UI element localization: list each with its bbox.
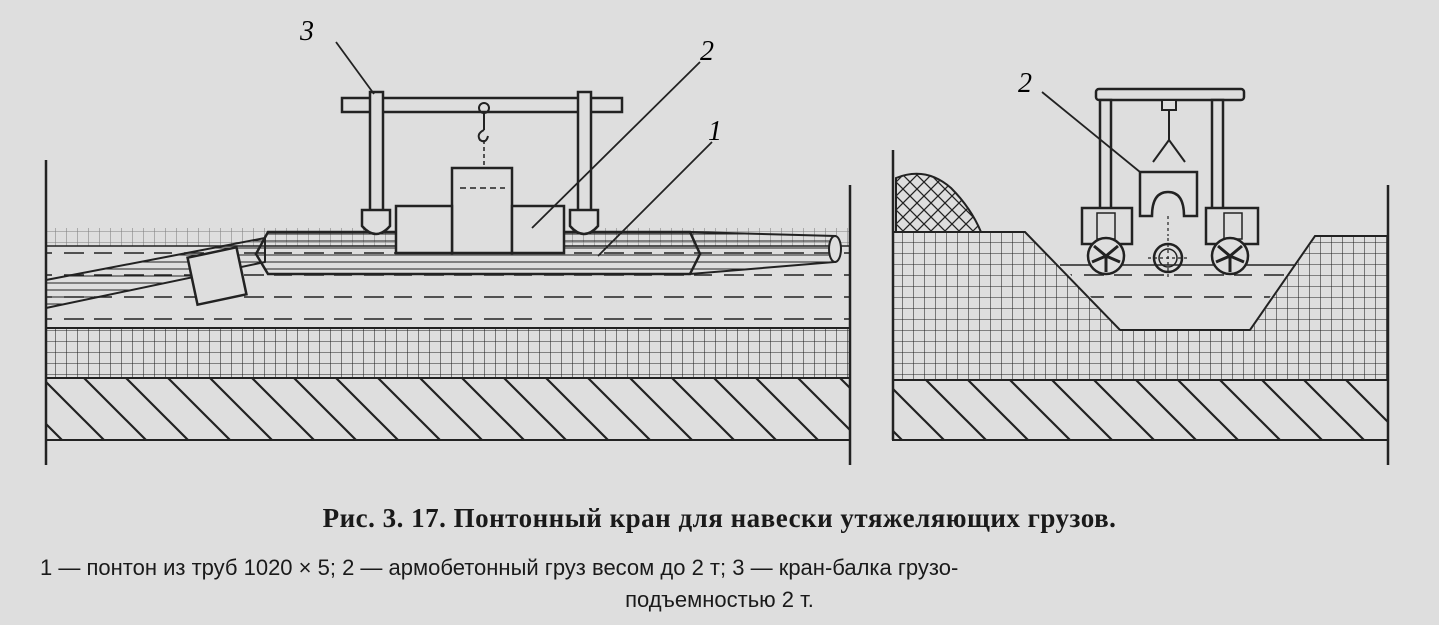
weight-right bbox=[510, 204, 566, 255]
pipeline-section bbox=[1148, 238, 1188, 278]
caption-title: Рис. 3. 17. Понтонный кран для навески у… bbox=[322, 503, 1117, 533]
crane-beam-r bbox=[1094, 87, 1246, 102]
pontoon-crane-drawing: 3 2 1 bbox=[44, 16, 1390, 465]
ballast-weight-on-pipe bbox=[186, 245, 248, 307]
callout-2-right: 2 bbox=[1018, 68, 1032, 99]
soil-layer-grid bbox=[45, 327, 851, 379]
soil-layer-hatched bbox=[45, 377, 851, 441]
crane-leg-left bbox=[368, 90, 385, 219]
cross-section-view: 2 bbox=[891, 68, 1390, 465]
caption-legend-line2: подъемностью 2 т. bbox=[625, 587, 814, 612]
callout-1: 1 bbox=[708, 116, 722, 147]
saddle-weight bbox=[1138, 170, 1199, 218]
caption-legend-line1: 1 — понтон из труб 1020 × 5; 2 — армобет… bbox=[40, 555, 959, 580]
crane-leg-right bbox=[576, 90, 593, 219]
weight-left bbox=[394, 204, 454, 255]
callout-2: 2 bbox=[700, 36, 714, 67]
side-view: 3 2 1 bbox=[44, 16, 852, 465]
pontoon-right-end bbox=[1210, 236, 1250, 276]
soil-layer-hatched-r bbox=[892, 379, 1389, 441]
pontoon-left-end bbox=[1086, 236, 1126, 276]
callout-3: 3 bbox=[299, 16, 314, 47]
spoil-heap bbox=[895, 172, 983, 233]
lifted-weight bbox=[450, 166, 514, 255]
